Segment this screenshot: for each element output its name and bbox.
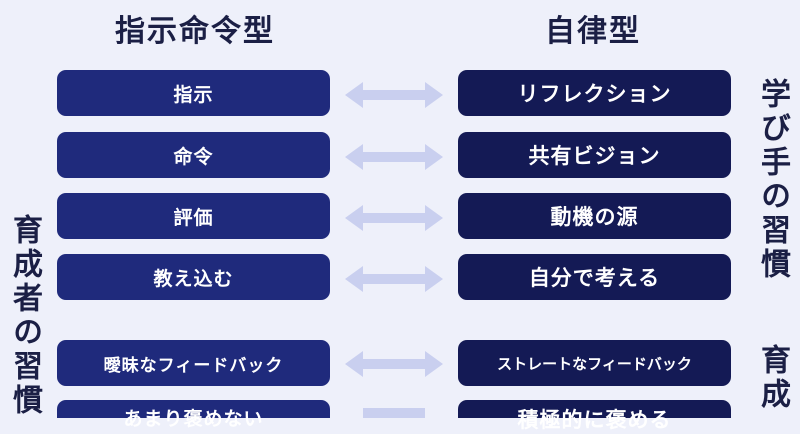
left-box-rarely-praise: あまり褒めない [57,400,330,430]
right-box-motivation-source: 動機の源 [458,193,731,239]
double-arrow-icon [345,82,443,108]
left-box-command: 命令 [57,132,330,178]
right-box-actively-praise: 積極的に褒める [458,400,731,432]
double-arrow-icon [363,408,425,418]
left-box-vague-feedback: 曖昧なフィードバック [57,340,330,386]
side-label-learner-habits: 学び手の習慣 [755,78,790,282]
right-box-reflection: リフレクション [458,70,731,116]
left-column-title: 指示命令型 [115,14,275,49]
left-box-evaluation: 評価 [57,193,330,239]
right-box-shared-vision: 共有ビジョン [458,132,731,178]
double-arrow-icon [345,144,443,170]
double-arrow-icon [345,351,443,377]
left-box-teach-in: 教え込む [57,254,330,300]
double-arrow-icon [345,205,443,231]
side-label-training: 育成 [755,344,790,412]
side-label-trainer-habits: 育成者の習慣 [7,214,42,418]
right-column-title: 自律型 [545,14,641,49]
double-arrow-icon [345,266,443,292]
right-box-straight-feedback: ストレートなフィードバック [458,340,731,386]
right-box-think-yourself: 自分で考える [458,254,731,300]
left-box-instruction: 指示 [57,70,330,116]
